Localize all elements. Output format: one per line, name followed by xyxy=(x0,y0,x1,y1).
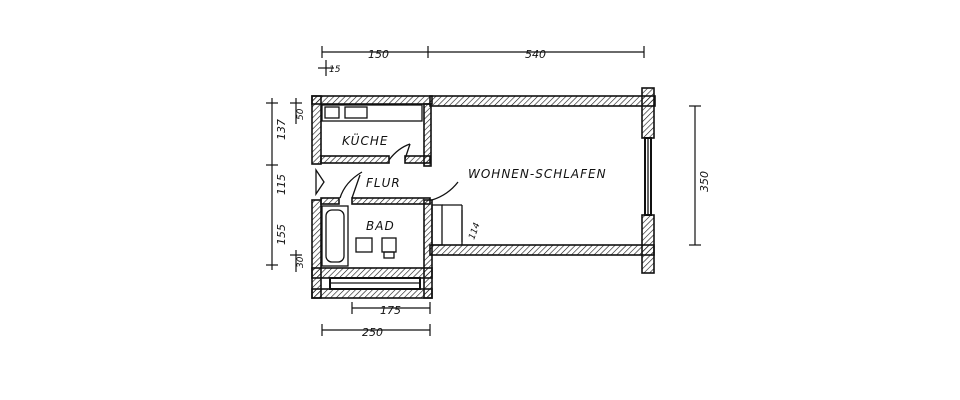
bathtub xyxy=(321,205,349,267)
wall-top-living xyxy=(429,95,656,107)
kitchen-door-swing xyxy=(388,143,411,161)
dimension-lines xyxy=(266,46,701,336)
wall-bottom-bath-outer xyxy=(311,288,433,299)
wall-left-kitchen xyxy=(311,95,322,165)
wall-flur-bath-right xyxy=(351,197,431,205)
dim-label-left-115: 115 xyxy=(275,174,288,195)
room-label-wohnen-schlafen: WOHNEN-SCHLAFEN xyxy=(468,167,607,181)
dim-label-bottom-250: 250 xyxy=(362,326,383,339)
dim-label-top-15: 15 xyxy=(329,65,341,75)
wall-top-kitchen xyxy=(311,95,433,105)
dim-label-left-50: 50 xyxy=(296,108,306,120)
dim-label-door-114: 114 xyxy=(467,221,482,241)
dim-label-top-540: 540 xyxy=(525,48,546,61)
room-label-flur: FLUR xyxy=(366,176,401,190)
wall-bath-living xyxy=(423,199,433,299)
dim-label-left-137: 137 xyxy=(275,119,288,140)
dim-label-left-30: 30 xyxy=(296,256,306,268)
bath-door-swing xyxy=(431,181,459,201)
dim-label-top-150: 150 xyxy=(368,48,389,61)
kitchen-counter xyxy=(321,104,423,122)
living-door-frame xyxy=(431,204,443,246)
flur-door-swing xyxy=(339,171,363,199)
wall-right-lower xyxy=(641,214,655,274)
wall-kitchen-flur xyxy=(320,155,390,164)
wall-bottom-living xyxy=(429,244,655,256)
wall-bottom-bath xyxy=(311,267,433,279)
dim-label-bottom-175: 175 xyxy=(380,304,401,317)
room-label-kueche: KÜCHE xyxy=(342,132,388,148)
dim-label-left-155: 155 xyxy=(275,224,288,245)
room-label-bad: BAD xyxy=(366,219,395,233)
kitchen-sink xyxy=(344,106,368,119)
wall-flur-bath xyxy=(320,197,340,205)
dim-label-right-350: 350 xyxy=(698,171,711,192)
wall-kitchen-living xyxy=(423,103,432,167)
entrance-marker xyxy=(315,167,325,197)
kitchen-stove xyxy=(324,106,340,119)
toilet xyxy=(381,237,397,253)
washbasin xyxy=(355,237,373,253)
wall-left-bath xyxy=(311,199,322,299)
wall-right xyxy=(641,87,655,139)
walls xyxy=(311,87,656,299)
